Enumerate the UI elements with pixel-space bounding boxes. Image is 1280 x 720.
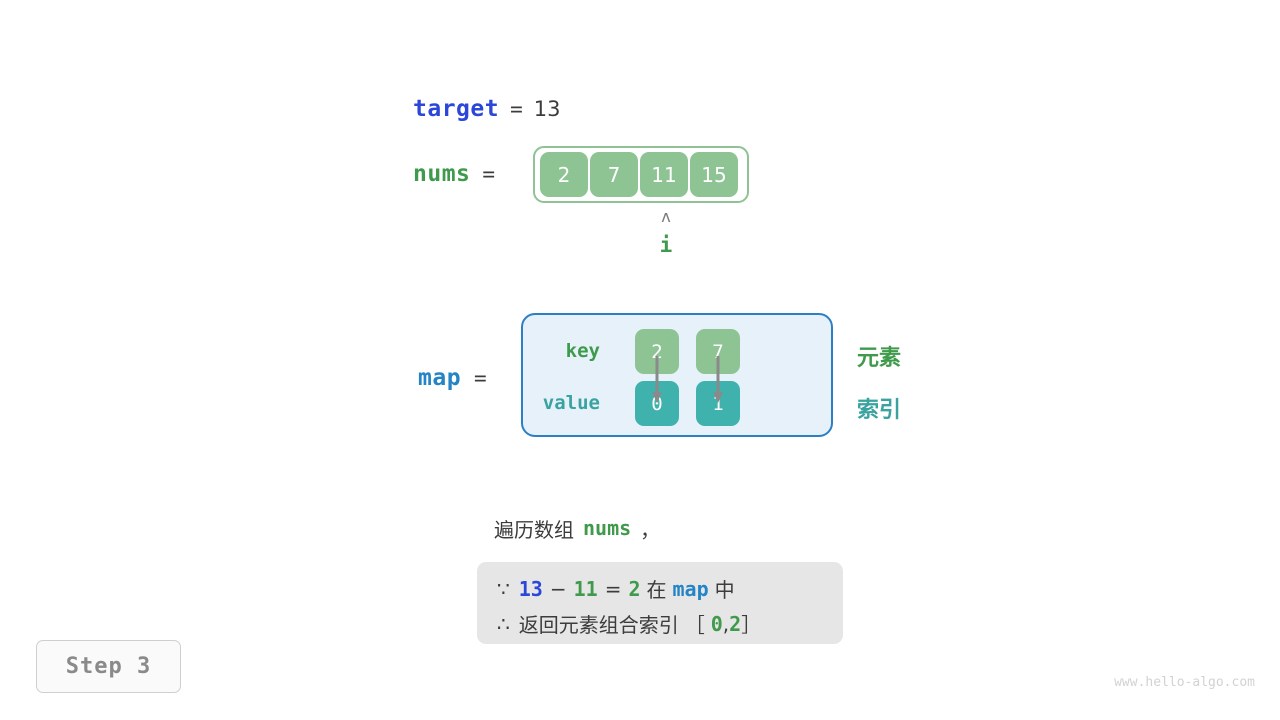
map-variable-name: map — [418, 365, 462, 391]
map-index-side-label: 索引 — [857, 398, 902, 423]
explanation-note-box: ∵ 13 − 11 = 2 在 map 中 ∴ 返回元素组合索引 ［ 0 , 2… — [477, 562, 843, 644]
pointer-caret-icon: ʌ — [661, 207, 671, 226]
note-line-conclusion: ∴ 返回元素组合索引 ［ 0 , 2 ］ — [497, 606, 823, 641]
array-cell: 7 — [590, 152, 638, 197]
array-cell: 11 — [640, 152, 688, 197]
map-equals-sign: = — [474, 366, 487, 390]
target-variable-name: target — [413, 96, 500, 122]
note-current-value: 11 — [573, 576, 598, 601]
nums-array-container: 2 7 11 15 — [533, 146, 749, 203]
map-value-row-label: value — [542, 392, 600, 414]
note-tail-word: 中 — [714, 578, 735, 602]
because-symbol-icon: ∵ — [497, 576, 510, 601]
step-badge: Step 3 — [36, 640, 181, 693]
note-map-keyword: map — [672, 576, 709, 601]
map-key-row-label: key — [565, 340, 600, 362]
note-complement-value: 2 — [628, 576, 641, 601]
note-equals-operator: = — [604, 576, 622, 601]
caption-prefix: 遍历数组 — [494, 517, 574, 542]
nums-variable-name: nums — [413, 161, 471, 187]
caption-text: 遍历数组 nums ， — [494, 513, 660, 543]
note-in-word: 在 — [646, 578, 667, 602]
note-result-comma: , — [722, 611, 730, 636]
note-minus-operator: − — [549, 576, 567, 601]
map-assignment-row: map = — [418, 362, 487, 394]
array-cell: 2 — [540, 152, 588, 197]
therefore-symbol-icon: ∴ — [497, 611, 510, 636]
note-result-text: 返回元素组合索引 — [518, 613, 679, 637]
nums-assignment-row: nums = — [413, 158, 495, 190]
target-equals-sign: = — [510, 97, 523, 121]
map-element-side-label: 元素 — [857, 346, 902, 371]
caption-suffix: ， — [640, 517, 661, 542]
note-target-value: 13 — [518, 576, 543, 601]
note-result-index-1: 2 — [729, 611, 742, 636]
note-bracket-open: ［ — [684, 613, 705, 637]
pointer-index-label: i — [659, 233, 673, 257]
watermark: www.hello-algo.com — [1114, 675, 1255, 690]
nums-equals-sign: = — [482, 162, 496, 186]
note-bracket-close: ］ — [741, 613, 762, 637]
array-cell: 15 — [690, 152, 738, 197]
target-value: 13 — [533, 97, 561, 121]
note-result-index-0: 0 — [710, 611, 723, 636]
caption-keyword-nums: nums — [583, 516, 632, 540]
key-to-value-arrow-icon — [713, 356, 723, 403]
key-to-value-arrow-icon — [652, 356, 662, 403]
target-assignment-row: target = 13 — [413, 92, 560, 126]
note-line-premise: ∵ 13 − 11 = 2 在 map 中 — [497, 571, 823, 606]
